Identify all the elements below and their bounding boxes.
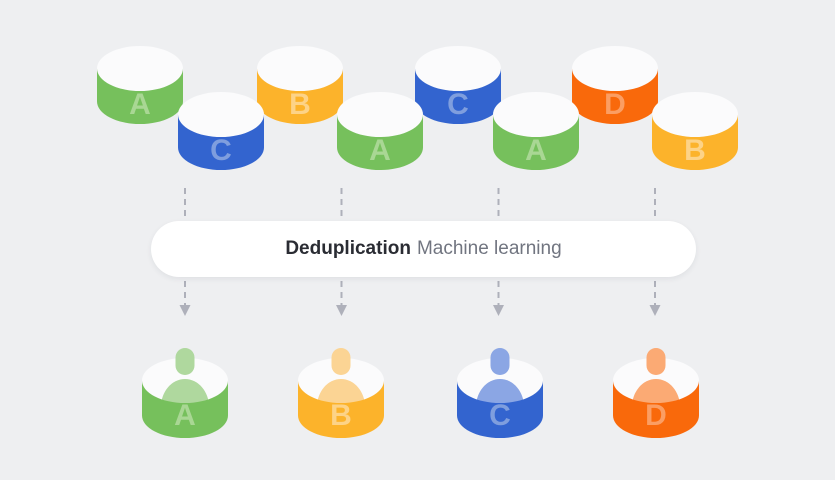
cylinder-body (613, 380, 699, 438)
cylinder-letter: B (684, 134, 706, 167)
cylinder-top (652, 92, 738, 137)
cylinder-body (298, 380, 384, 438)
result-db-cylinder-d: D (613, 347, 699, 438)
cylinder-body (337, 114, 423, 170)
cylinder-body (493, 114, 579, 170)
cylinder-body (415, 68, 501, 124)
cylinder-body (257, 68, 343, 124)
cylinder-top (178, 92, 264, 137)
cylinder-top (415, 46, 501, 91)
result-db-cylinder-c: C (457, 347, 543, 438)
cylinder-letter: C (489, 399, 511, 432)
source-db-cylinder-a: A (97, 46, 183, 124)
cylinder-body (178, 114, 264, 170)
cylinder-body (142, 380, 228, 438)
cylinder-letter: A (525, 134, 547, 167)
result-db-cylinder-b: B (298, 347, 384, 438)
source-db-cylinder-b: B (652, 92, 738, 170)
source-db-cylinder-a: A (493, 92, 579, 170)
person-head-icon (646, 348, 666, 375)
cylinder-letter: A (174, 399, 196, 432)
arrowhead-down-icon (179, 305, 191, 316)
cylinder-letter: C (210, 134, 232, 167)
cylinder-letter: D (604, 88, 626, 121)
process-label-bold: Deduplication (285, 238, 411, 259)
arrowhead-down-icon (493, 305, 504, 316)
cylinder-letter: B (289, 88, 311, 121)
source-db-cylinder-d: D (572, 46, 658, 124)
person-head-icon (490, 348, 510, 375)
process-label-box: Deduplication Machine learning (151, 221, 696, 277)
cylinder-body (572, 68, 658, 124)
cylinder-top (572, 46, 658, 91)
cylinder-top (493, 92, 579, 137)
cylinder-body (652, 114, 738, 170)
cylinder-top (337, 92, 423, 137)
person-head-icon (175, 348, 195, 375)
source-db-cylinder-c: C (178, 92, 264, 170)
cylinder-letter: B (330, 399, 352, 432)
arrowhead-down-icon (649, 305, 661, 316)
result-db-cylinder-a: A (142, 347, 228, 438)
cylinder-letter: A (129, 88, 151, 121)
cylinder-top (257, 46, 343, 91)
source-db-cylinder-c: C (415, 46, 501, 124)
cylinder-body (97, 68, 183, 124)
person-head-icon (331, 348, 351, 375)
cylinder-letter: C (447, 88, 469, 121)
cylinder-letter: A (369, 134, 391, 167)
cylinder-body (457, 380, 543, 438)
source-db-cylinder-b: B (257, 46, 343, 124)
source-db-cylinder-a: A (337, 92, 423, 170)
process-label-regular: Machine learning (416, 238, 562, 259)
arrowhead-down-icon (336, 305, 347, 316)
cylinder-top (97, 46, 183, 91)
cylinder-letter: D (645, 399, 667, 432)
